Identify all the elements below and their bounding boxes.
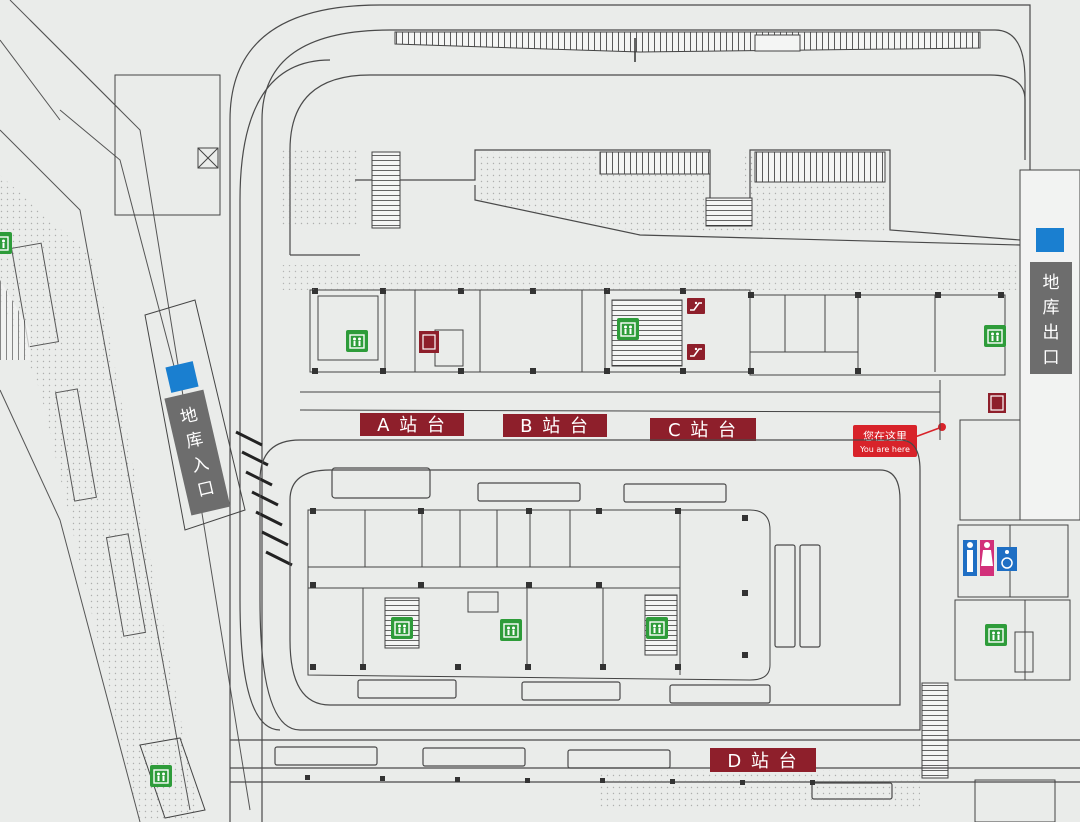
- platform-a-sign: A 站 台: [360, 413, 464, 436]
- south-ticks: [305, 775, 815, 785]
- you-are-here-cn: 您在这里: [863, 429, 907, 443]
- garage-exit-char-4: 口: [1043, 348, 1060, 368]
- you-are-here-marker: 您在这里 You are here: [853, 423, 946, 457]
- stair-north-east: [754, 151, 886, 183]
- escalator-icon: [686, 343, 706, 361]
- platform-b-label: B 站 台: [520, 416, 590, 437]
- garage-exit-char-1: 地: [1043, 273, 1060, 293]
- top-median: [394, 31, 981, 62]
- platform-b-sign: B 站 台: [503, 414, 607, 437]
- south-dotted-strip: [600, 770, 920, 810]
- left-elevator: [0, 231, 13, 255]
- stair-north-small: [705, 197, 753, 227]
- south-columns: [310, 508, 748, 670]
- inner-loop-road: [259, 439, 921, 731]
- escalator-icon: [686, 297, 706, 315]
- east-crosswalk: [921, 682, 949, 779]
- garage-entrance: 地 库 入 口: [144, 299, 246, 531]
- platform-c-sign: C 站 台: [650, 418, 756, 441]
- stair-north-west: [371, 151, 401, 229]
- garage-exit-char-3: 出: [1043, 323, 1060, 343]
- southwest-elevator-box: [139, 737, 206, 819]
- you-are-here-en: You are here: [859, 445, 910, 454]
- southeast-block: [974, 779, 1056, 822]
- outer-road: [229, 4, 1031, 822]
- left-dotted-sidewalk: [0, 175, 200, 822]
- garage-entrance-char-3: 入: [190, 454, 211, 477]
- location-pin-icon: [938, 423, 946, 431]
- diagonal-parking-marks: [235, 430, 293, 567]
- elevator-red-icon: [419, 331, 439, 353]
- elevator-icon: [345, 329, 369, 353]
- left-crosswalk: [0, 280, 30, 360]
- elevator-red-icon: [988, 393, 1006, 413]
- elevator-icon: [616, 317, 640, 341]
- structural-columns: [312, 288, 1004, 374]
- restroom-icon: [963, 540, 994, 576]
- platform-c-label: C 站 台: [668, 420, 738, 441]
- elevator-icon: [984, 623, 1008, 647]
- dotted-area-nw: [282, 148, 357, 226]
- garage-exit-char-2: 库: [1043, 298, 1060, 318]
- stair-north-mid: [599, 151, 711, 175]
- platform-d-sign: D 站 台: [710, 748, 816, 772]
- elevator-icon: [390, 616, 414, 640]
- accessible-icon: [997, 547, 1017, 571]
- platform-d-label: D 站 台: [727, 751, 798, 772]
- elevator-icon: [983, 324, 1007, 348]
- left-control-box: [114, 74, 221, 216]
- garage-entrance-char-2: 库: [184, 429, 205, 452]
- south-station-building: [307, 509, 771, 681]
- platform-a-label: A 站 台: [377, 415, 447, 436]
- garage-exit: 地 库 出 口: [1019, 169, 1080, 521]
- elevator-icon: [499, 618, 523, 642]
- garage-entrance-char-4: 口: [195, 478, 216, 501]
- north-dotted-strip: [280, 265, 1025, 290]
- garage-entrance-char-1: 地: [179, 405, 200, 428]
- elevator-icon: [645, 616, 669, 640]
